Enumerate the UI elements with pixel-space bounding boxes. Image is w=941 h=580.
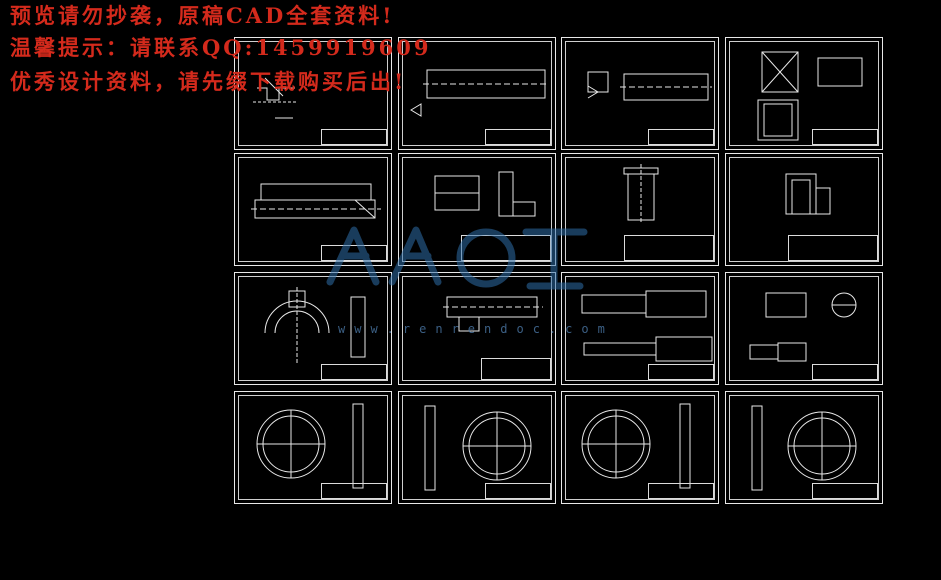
- cad-sheet-7[interactable]: [561, 153, 719, 266]
- cad-sheet-15[interactable]: [561, 391, 719, 504]
- clamp-drawing: [264, 287, 366, 363]
- cad-sheet-13[interactable]: [234, 391, 392, 504]
- title-block: [648, 364, 714, 380]
- title-block: [485, 129, 551, 145]
- cad-sheet-8[interactable]: [725, 153, 883, 266]
- cad-sheet-12[interactable]: [725, 272, 883, 385]
- title-block: [648, 483, 714, 499]
- ring-drawing: [256, 403, 364, 489]
- cad-sheet-16[interactable]: [725, 391, 883, 504]
- title-block: [624, 235, 714, 261]
- title-block: [812, 483, 878, 499]
- cad-sheet-10[interactable]: [398, 272, 556, 385]
- cad-sheet-2[interactable]: [398, 37, 556, 150]
- support-drawing: [785, 173, 831, 215]
- cad-sheet-11[interactable]: [561, 272, 719, 385]
- title-block: [788, 235, 878, 261]
- ring-drawing: [751, 405, 857, 491]
- title-block: [321, 129, 387, 145]
- cad-sheet-3[interactable]: [561, 37, 719, 150]
- cad-sheet-6[interactable]: [398, 153, 556, 266]
- shaft-drawing: [410, 69, 549, 117]
- title-block: [321, 483, 387, 499]
- title-block: [481, 358, 551, 380]
- title-block: [812, 129, 878, 145]
- watermark-url: www.renrendoc.com: [338, 322, 614, 336]
- cad-sheet-1[interactable]: [234, 37, 392, 150]
- bracket-drawing: [434, 171, 536, 217]
- cad-sheet-4[interactable]: [725, 37, 883, 150]
- part-drawing: [253, 77, 297, 119]
- watermark-line-1: 预览请勿抄袭，原稿CAD全套资料!: [10, 3, 395, 28]
- ring-drawing: [581, 403, 691, 489]
- rod-drawing: [443, 296, 543, 332]
- watermark-line-3: 优秀设计资料，请先缀下载购买后出!: [10, 69, 407, 94]
- stepped-shaft-drawing: [581, 290, 713, 362]
- watermark-line-2: 温馨提示：请联系QQ:1459919609: [10, 35, 432, 60]
- pin-drawing: [251, 183, 381, 219]
- title-block: [321, 364, 387, 380]
- housing-drawing: [757, 51, 863, 141]
- shaft-drawing: [587, 71, 712, 101]
- title-block: [321, 245, 387, 261]
- cad-sheet-5[interactable]: [234, 153, 392, 266]
- cad-sheet-14[interactable]: [398, 391, 556, 504]
- key-drawing: [749, 292, 857, 362]
- title-block: [648, 129, 714, 145]
- watermark-logo: [326, 226, 588, 290]
- cad-sheet-9[interactable]: [234, 272, 392, 385]
- block-drawing: [623, 164, 659, 224]
- title-block: [812, 364, 878, 380]
- ring-drawing: [424, 405, 532, 491]
- title-block: [485, 483, 551, 499]
